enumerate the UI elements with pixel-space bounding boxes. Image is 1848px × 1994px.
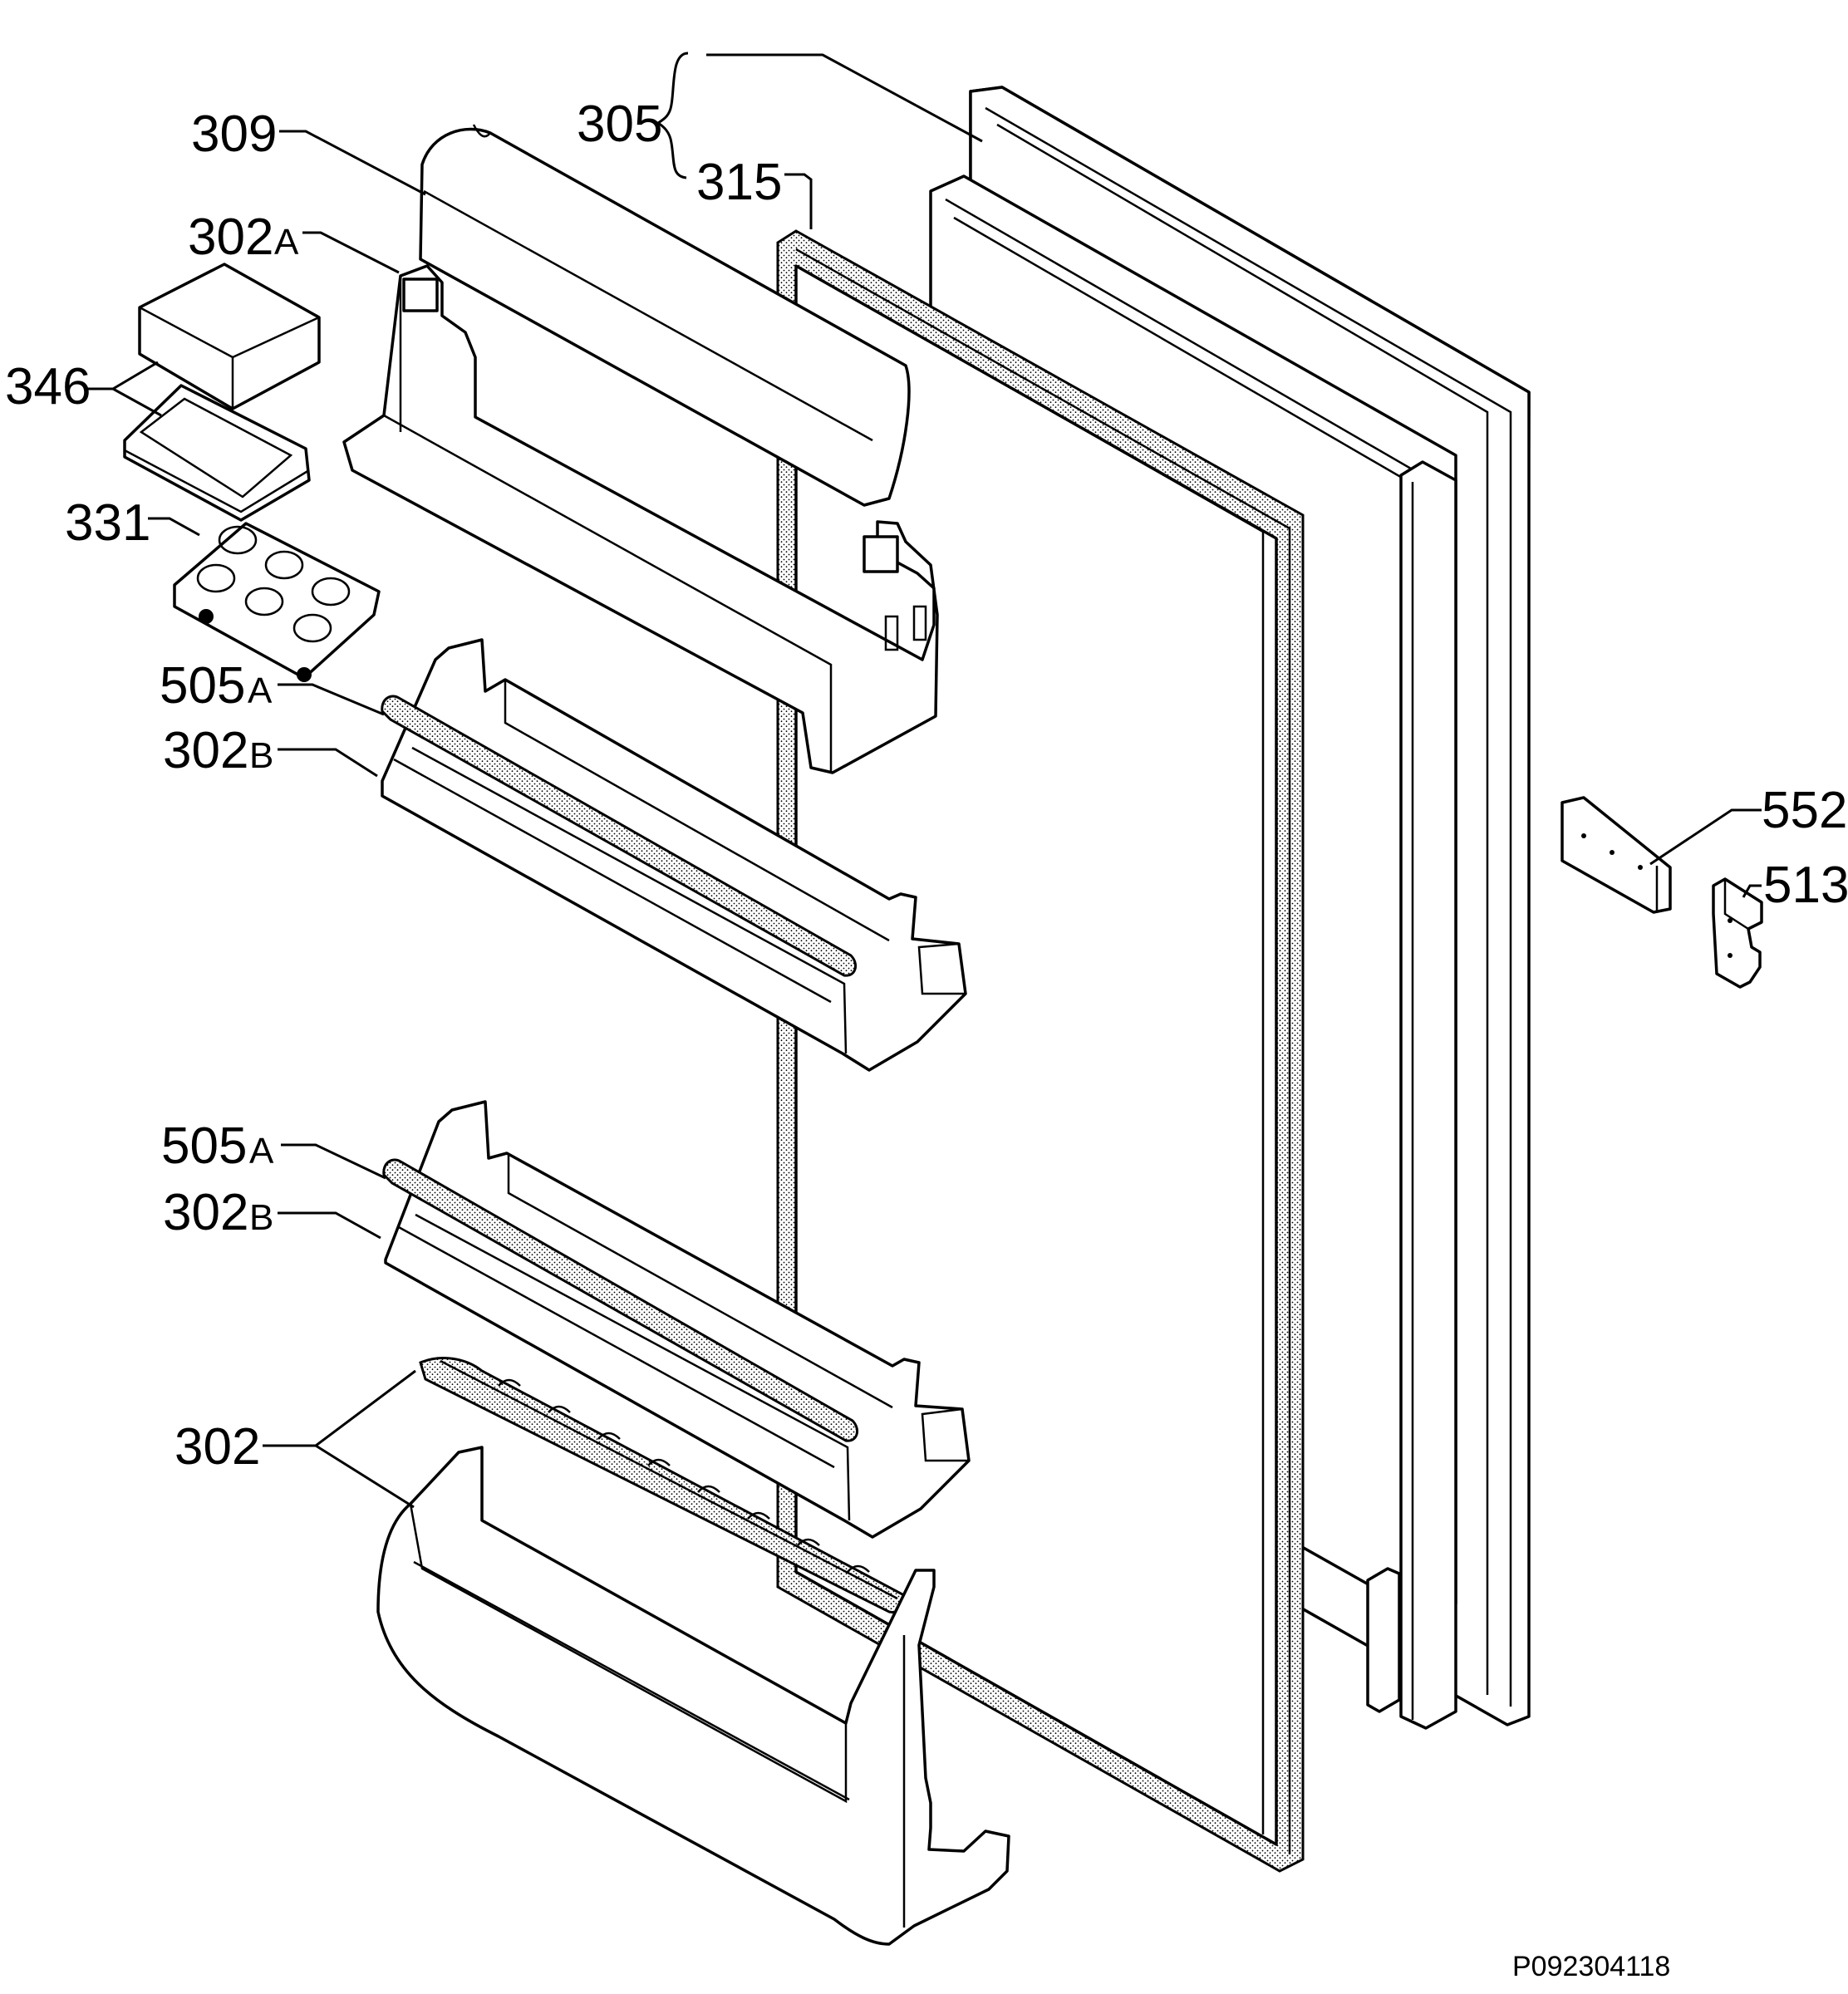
label-302a-suffix: A [274, 222, 299, 263]
hinge-bracket [1712, 877, 1763, 989]
label-302b-upper: 302 [163, 722, 248, 779]
door-shelf-bar-2 [382, 1158, 859, 1442]
bottle-rack [419, 1357, 908, 1614]
hinge-plate [1560, 796, 1672, 914]
label-346: 346 [5, 358, 91, 415]
label-331: 331 [65, 494, 150, 552]
label-505a-lower: 505 [161, 1117, 247, 1175]
dairy-flap-cover [419, 124, 911, 507]
butter-dish-lid [138, 263, 321, 410]
upper-door-shelf [342, 264, 939, 774]
leader-lines [88, 52, 1762, 1509]
label-505a-lower-suffix: A [249, 1131, 274, 1171]
label-305: 305 [577, 96, 662, 153]
label-505a-upper-suffix: A [248, 670, 273, 711]
label-302b-upper-suffix: B [249, 735, 273, 776]
label-513: 513 [1763, 857, 1848, 914]
drawing-code: P092304118 [1512, 1951, 1670, 1982]
label-302b-lower-suffix: B [249, 1197, 273, 1238]
door-shelf-bar-1 [381, 695, 858, 977]
bottom-bottle-shelf [376, 1446, 1010, 1946]
label-315: 315 [696, 154, 782, 211]
label-302a: 302 [188, 209, 273, 266]
butter-dish-base [123, 384, 311, 522]
label-552: 552 [1762, 782, 1847, 839]
label-505a-upper: 505 [160, 657, 245, 715]
label-309: 309 [191, 106, 277, 163]
label-302: 302 [174, 1418, 260, 1476]
egg-tray [173, 522, 381, 682]
label-302b-lower: 302 [163, 1184, 248, 1241]
